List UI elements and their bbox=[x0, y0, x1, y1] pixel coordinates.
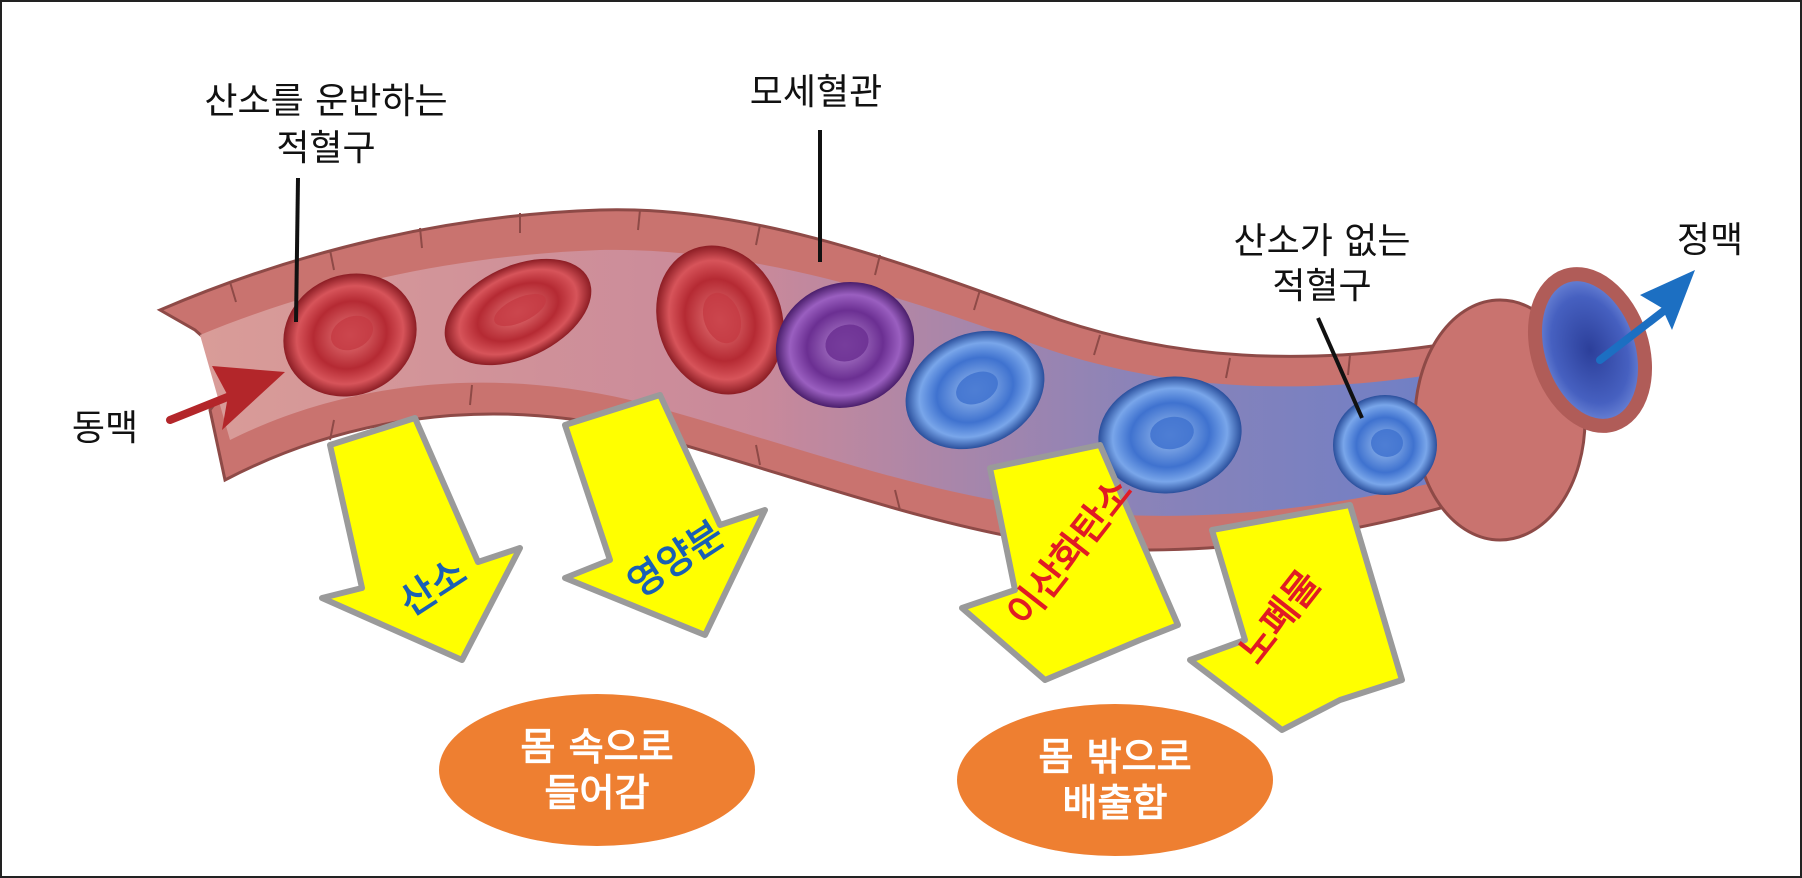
rbc-red-2 bbox=[444, 258, 592, 366]
rbc-blue-3 bbox=[1333, 395, 1437, 495]
label-capillary: 모세혈관 bbox=[750, 72, 882, 113]
arrow-carbon-dioxide bbox=[959, 442, 1181, 683]
rbc-blue-1 bbox=[905, 330, 1045, 450]
label-rbc-oxygen-line2: 적혈구 bbox=[276, 128, 375, 169]
oval-into-body bbox=[439, 694, 755, 846]
arrow-waste bbox=[1187, 502, 1405, 733]
arrow-oxygen bbox=[319, 415, 523, 663]
oval-out-of-body-line2: 배출함 bbox=[1063, 781, 1168, 825]
rbc-purple bbox=[775, 282, 915, 408]
label-artery: 동맥 bbox=[72, 408, 138, 449]
arrow-nutrients bbox=[562, 392, 768, 638]
rbc-blue-2 bbox=[1098, 376, 1242, 494]
rbc-red-3 bbox=[656, 245, 784, 395]
oval-into-body-line1: 몸 속으로 bbox=[520, 725, 673, 769]
vein-flow-arrow bbox=[1596, 270, 1695, 364]
label-vein: 정맥 bbox=[1677, 220, 1743, 261]
leader-rbc-no-oxygen bbox=[1316, 317, 1364, 419]
label-rbc-no-oxygen-line1: 산소가 없는 bbox=[1233, 221, 1410, 262]
rbc-red-1 bbox=[283, 273, 417, 397]
leader-rbc-oxygen bbox=[294, 177, 300, 323]
label-rbc-oxygen-line1: 산소를 운반하는 bbox=[204, 81, 447, 122]
oval-out-of-body bbox=[957, 704, 1273, 856]
label-rbc-no-oxygen-line2: 적혈구 bbox=[1272, 266, 1371, 307]
oval-into-body-line2: 들어감 bbox=[545, 771, 650, 815]
oval-out-of-body-line1: 몸 밖으로 bbox=[1038, 735, 1191, 779]
artery-flow-arrow bbox=[166, 366, 285, 430]
